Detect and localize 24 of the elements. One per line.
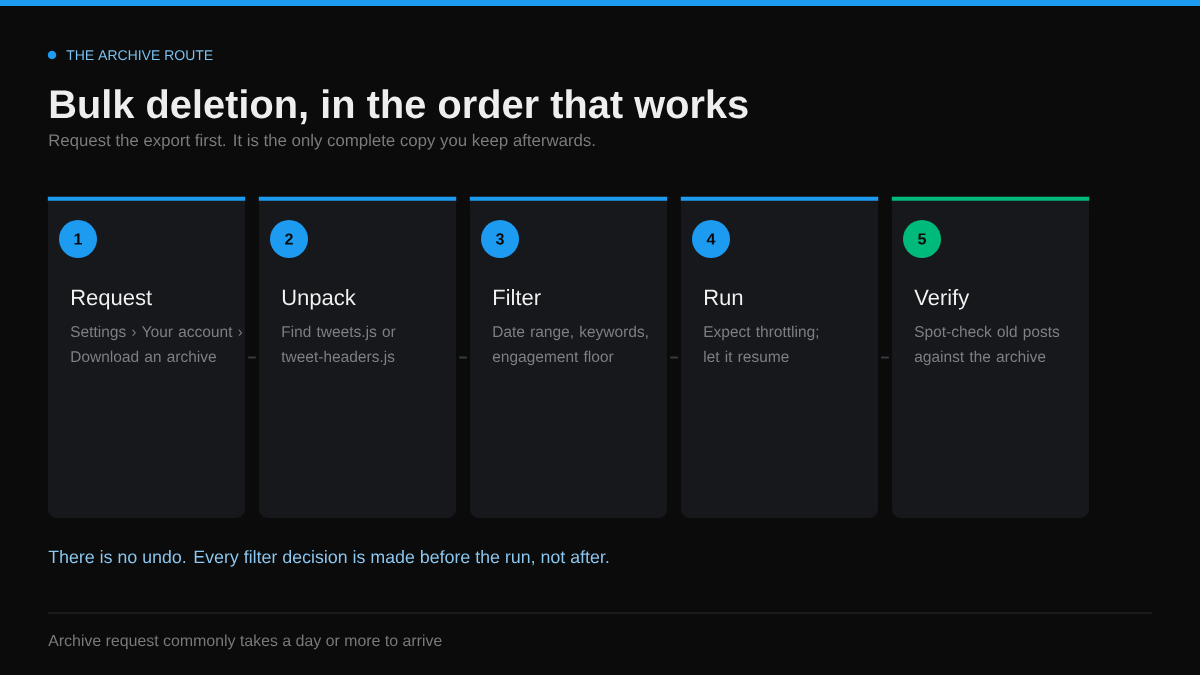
kicker-label: THE ARCHIVE ROUTE xyxy=(66,50,213,61)
step-card xyxy=(680,196,879,518)
subtitle: Request the export first. It is the only complete copy you keep afterwards. xyxy=(49,133,595,150)
step-title: Request xyxy=(72,289,152,310)
connector-line xyxy=(458,356,468,359)
step-description: Find tweets.js or tweet-headers.js xyxy=(281,325,396,366)
step-card xyxy=(891,196,1090,518)
step-description: Date range, keywords, engagement floor xyxy=(492,325,648,366)
footer-note: Archive request commonly takes a day or more to arrive xyxy=(48,634,442,650)
step-title: Run xyxy=(705,289,743,306)
step-description: Settings › Your account › Download an archive xyxy=(70,325,243,363)
note-text: There is no undo. Every filter decision is made before the run, not after. xyxy=(48,550,609,567)
step-card xyxy=(47,196,246,518)
step-title: Filter xyxy=(494,289,541,306)
step-title: Verify xyxy=(914,289,970,310)
title: Bulk deletion, in the order that works xyxy=(50,89,748,125)
connector-line xyxy=(669,356,679,359)
step-description: Expect throttling; let it resume xyxy=(704,325,819,363)
connector-line xyxy=(880,356,890,359)
connector-line xyxy=(247,356,257,359)
step-card xyxy=(258,196,457,518)
step-title: Unpack xyxy=(282,289,356,310)
step-description: Spot-check old posts against the archive xyxy=(914,325,1060,366)
step-card xyxy=(469,196,668,518)
